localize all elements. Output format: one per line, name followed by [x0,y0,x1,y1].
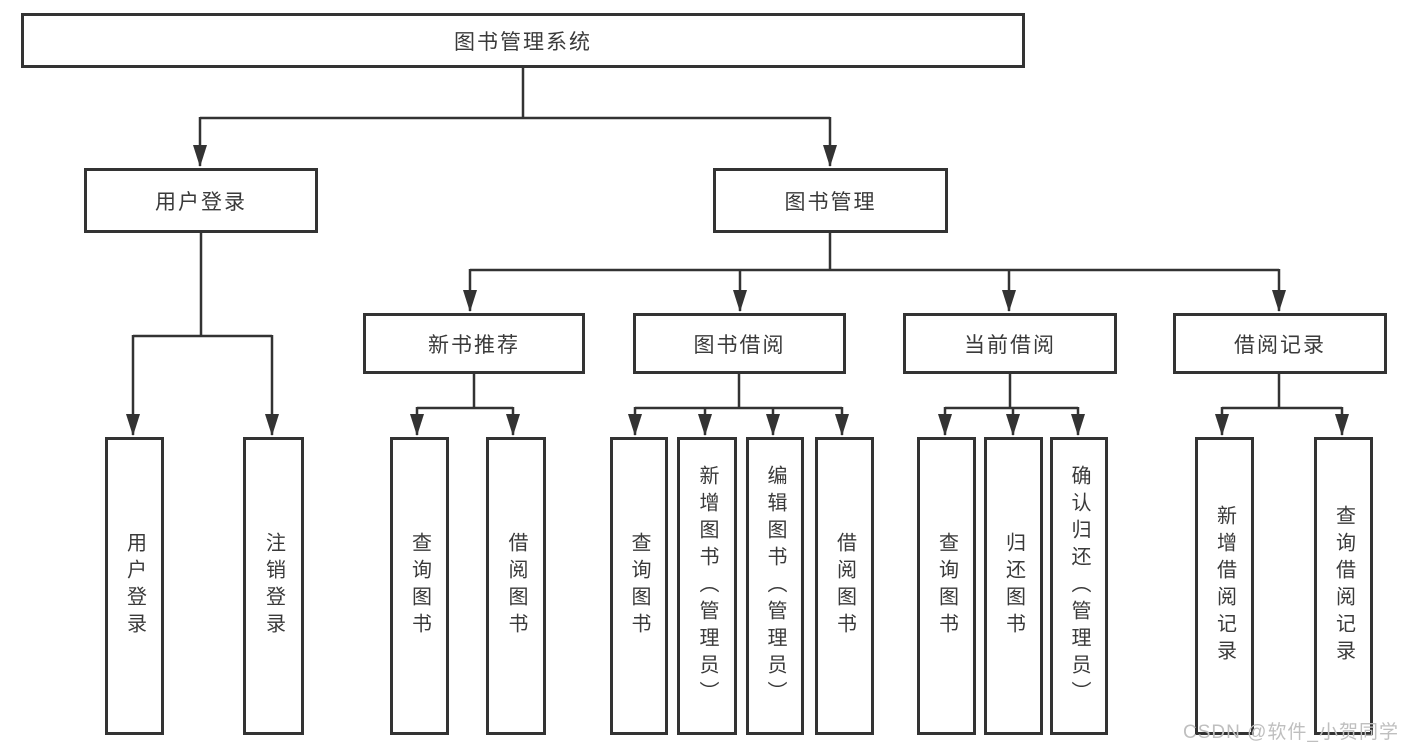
node-book-management: 图书管理 [713,168,948,233]
leaf-query-borrow-record: 查询借阅记录 [1314,437,1373,735]
leaf-add-borrow-record-label: 新增借阅记录 [1213,505,1236,667]
node-new-book-recommend-label: 新书推荐 [428,333,520,357]
leaf-logout-login-label: 注销登录 [262,532,285,640]
leaf-borrow-books-recommend-label: 借阅图书 [505,532,527,640]
node-current-borrow: 当前借阅 [903,313,1117,374]
leaf-add-book-admin-label: 新增图书（管理员） [696,464,718,708]
leaf-user-login: 用户登录 [105,437,164,735]
leaf-edit-book-admin: 编辑图书（管理员） [746,437,804,735]
leaf-query-books-borrow-label: 查询图书 [628,532,650,640]
leaf-logout-login: 注销登录 [243,437,304,735]
node-user-login: 用户登录 [84,168,318,233]
leaf-query-books-current: 查询图书 [917,437,976,735]
node-borrow-records: 借阅记录 [1173,313,1387,374]
node-book-borrow-label: 图书借阅 [693,333,786,357]
node-new-book-recommend: 新书推荐 [363,313,585,374]
leaf-borrow-books-borrow-label: 借阅图书 [833,532,856,640]
node-book-borrow: 图书借阅 [633,313,846,374]
node-root: 图书管理系统 [21,13,1025,68]
leaf-query-borrow-record-label: 查询借阅记录 [1332,505,1355,667]
leaf-query-books-borrow: 查询图书 [610,437,668,735]
leaf-return-book-label: 归还图书 [1002,532,1025,640]
leaf-query-books-recommend-label: 查询图书 [408,532,431,640]
leaf-borrow-books-borrow: 借阅图书 [815,437,874,735]
watermark: CSDN @软件_小贺同学 [1183,722,1399,743]
leaf-borrow-books-recommend: 借阅图书 [486,437,546,735]
node-current-borrow-label: 当前借阅 [964,333,1056,357]
leaf-return-book: 归还图书 [984,437,1043,735]
node-book-management-label: 图书管理 [784,190,877,214]
leaf-add-borrow-record: 新增借阅记录 [1195,437,1254,735]
leaf-query-books-current-label: 查询图书 [935,532,958,640]
node-root-label: 图书管理系统 [454,30,592,54]
node-user-login-label: 用户登录 [155,190,247,214]
leaf-confirm-return-admin: 确认归还（管理员） [1050,437,1108,735]
node-borrow-records-label: 借阅记录 [1234,333,1326,357]
leaf-user-login-label: 用户登录 [123,532,146,640]
leaf-query-books-recommend: 查询图书 [390,437,449,735]
leaf-add-book-admin: 新增图书（管理员） [677,437,737,735]
leaf-confirm-return-admin-label: 确认归还（管理员） [1068,464,1090,708]
leaf-edit-book-admin-label: 编辑图书（管理员） [764,464,786,708]
